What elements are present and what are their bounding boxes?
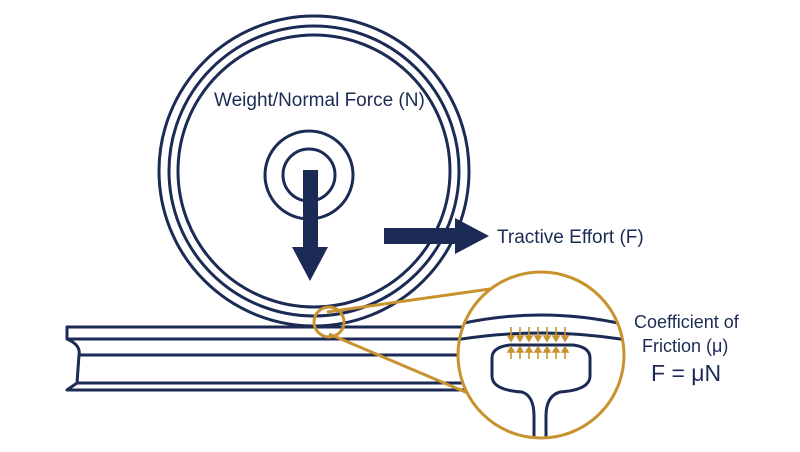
normal-force-arrow: [292, 170, 328, 281]
zoom-inset: [456, 270, 626, 440]
tractive-effort-arrow: [384, 218, 489, 254]
friction-arrows-up: [506, 345, 570, 359]
friction-arrows-down: [506, 327, 570, 343]
friction-formula: F = μN: [651, 360, 722, 386]
coefficient-label-line1: Coefficient of: [634, 312, 739, 332]
weight-normal-force-label: Weight/Normal Force (N): [214, 90, 425, 111]
zoom-connector: [326, 287, 491, 396]
contact-point-circle: [312, 305, 346, 339]
coefficient-label-line2: Friction (μ): [642, 336, 729, 356]
tractive-effort-label: Tractive Effort (F): [497, 227, 644, 248]
